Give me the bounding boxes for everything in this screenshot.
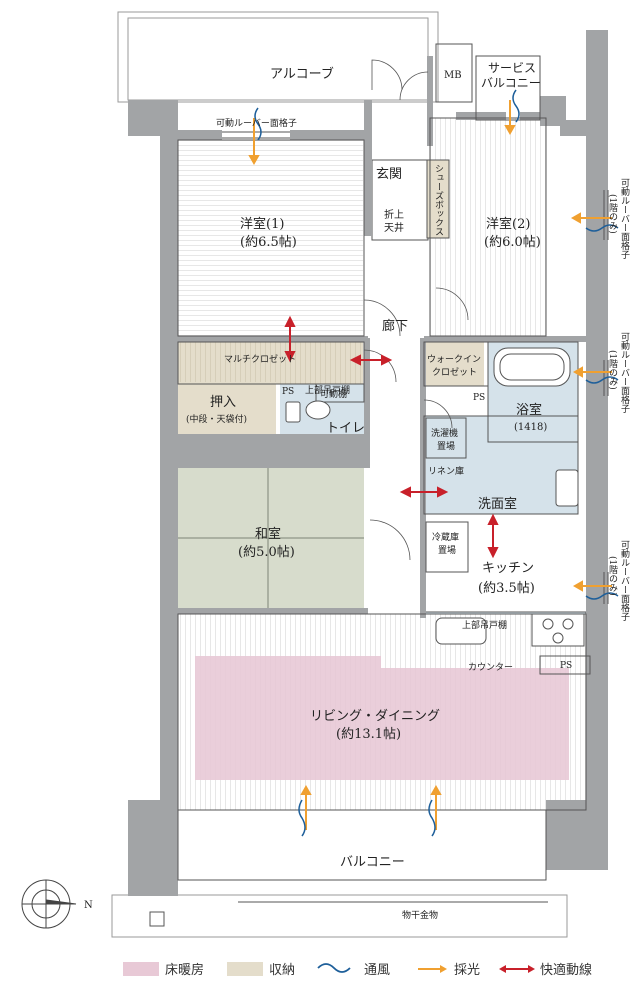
oshiire-area xyxy=(178,382,276,434)
legend-storage-label: 収納 xyxy=(269,963,295,978)
shoebox-area xyxy=(426,159,450,239)
kitchen-name: キッチン xyxy=(482,561,534,576)
kitchen-floor xyxy=(424,516,586,610)
fold-ceiling-label-2: 天井 xyxy=(384,221,404,234)
western-room-2-size: (約6.0帖) xyxy=(484,235,541,250)
shoebox-label: シューズボックス xyxy=(433,164,444,236)
legend-ventilation-label: 通風 xyxy=(364,963,390,978)
first-floor-only-3: (1階のみ) xyxy=(607,556,618,596)
living-room-name: リビング・ダイニング xyxy=(310,709,440,724)
circulation-arrows xyxy=(284,315,499,559)
walkin-closet-area xyxy=(424,342,484,386)
service-balcony-label-2: バルコニー xyxy=(481,76,541,90)
louver-side-label-2: 可動ルーバー面格子 xyxy=(619,332,630,413)
japanese-room-name: 和室 xyxy=(255,526,281,542)
ps-label-1: PS xyxy=(282,387,294,397)
legend-ventilation-icon xyxy=(317,963,351,973)
legend-floor-heating-label: 床暖房 xyxy=(165,962,204,978)
multi-closet-label: マルチクロゼット xyxy=(224,353,296,365)
mb-label: MB xyxy=(444,70,462,81)
multi-closet-area xyxy=(178,342,363,384)
sink xyxy=(435,617,487,645)
linen-label: リネン庫 xyxy=(428,465,464,477)
washroom-label: 洗面室 xyxy=(478,496,517,512)
counter-label: カウンター xyxy=(468,662,513,673)
hallway-label: 廊下 xyxy=(382,318,408,334)
entrance-floor xyxy=(371,159,429,241)
oshiire-name: 押入 xyxy=(210,395,236,410)
first-floor-only-2: (1階のみ) xyxy=(607,350,618,390)
western-room-1-floor xyxy=(178,140,363,336)
toilet-fixture xyxy=(285,400,331,423)
western-room-1-size: (約6.5帖) xyxy=(240,235,297,250)
washroom-area xyxy=(424,416,578,514)
north-label: N xyxy=(84,900,93,911)
service-balcony-label-1: サービス xyxy=(488,61,536,75)
first-floor-only-1: (1階のみ) xyxy=(607,194,618,234)
washbasin xyxy=(555,469,579,507)
tatami-lines xyxy=(178,468,364,608)
legend-daylight-icon xyxy=(418,965,447,973)
walkin-closet-label-2: クロゼット xyxy=(432,366,477,378)
washer-label-2: 置場 xyxy=(437,440,455,452)
partitions xyxy=(177,43,591,881)
louver-side-label-3: 可動ルーバー面格子 xyxy=(619,540,630,621)
upper-cabinet-label-1: 上部吊戸棚 xyxy=(305,384,350,396)
toilet-label: トイレ xyxy=(326,421,365,436)
bathroom-name: 浴室 xyxy=(516,402,542,418)
movable-shelf-label: 可動棚 xyxy=(320,388,347,400)
living-room-size: (約13.1帖) xyxy=(336,727,401,742)
fold-ceiling-label-1: 折上 xyxy=(384,208,404,221)
ps-label-3: PS xyxy=(560,661,572,671)
legend-storage-swatch xyxy=(227,962,263,976)
walkin-closet-label-1: ウォークイン xyxy=(427,354,481,365)
louver-side-label-1: 可動ルーバー面格子 xyxy=(619,178,630,259)
legend-circulation-label: 快適動線 xyxy=(540,962,592,978)
oshiire-note: (中段・天袋付) xyxy=(186,413,247,425)
legend-daylight-label: 採光 xyxy=(454,963,480,978)
washer-label-1: 洗濯機 xyxy=(431,427,458,439)
bathroom-size: (1418) xyxy=(514,422,547,433)
ps-label-2: PS xyxy=(473,393,485,403)
floor-heating-zones xyxy=(195,656,569,780)
drying-label: 物干金物 xyxy=(402,909,438,921)
legend: 床暖房 収納 通風 採光 快適動線 xyxy=(123,962,592,978)
daylight-arrows xyxy=(248,100,612,830)
western-room-1-name: 洋室(1) xyxy=(240,216,284,232)
japanese-room-size: (約5.0帖) xyxy=(238,545,295,560)
kitchen-size: (約3.5帖) xyxy=(478,581,535,596)
legend-circulation-icon xyxy=(499,965,535,973)
louver-top-label: 可動ルーバー面格子 xyxy=(216,117,297,129)
legend-floor-heating-swatch xyxy=(123,962,159,976)
upper-cabinet-label-2: 上部吊戸棚 xyxy=(462,619,507,631)
fridge-label-2: 置場 xyxy=(438,544,456,556)
compass-icon xyxy=(21,879,77,929)
ventilation-marks xyxy=(254,89,619,837)
balcony-label: バルコニー xyxy=(340,855,405,870)
alcove-label: アルコーブ xyxy=(270,66,334,82)
drying-bars xyxy=(149,901,548,927)
western-room-2-name: 洋室(2) xyxy=(486,216,530,232)
stove xyxy=(531,613,585,647)
room-labels: アルコーブ MB サービス バルコニー 可動ルーバー面格子 玄関 シューズボック… xyxy=(84,61,630,921)
bathtub xyxy=(493,347,571,387)
fridge-label-1: 冷蔵庫 xyxy=(432,531,459,543)
entrance-label: 玄関 xyxy=(376,167,402,182)
